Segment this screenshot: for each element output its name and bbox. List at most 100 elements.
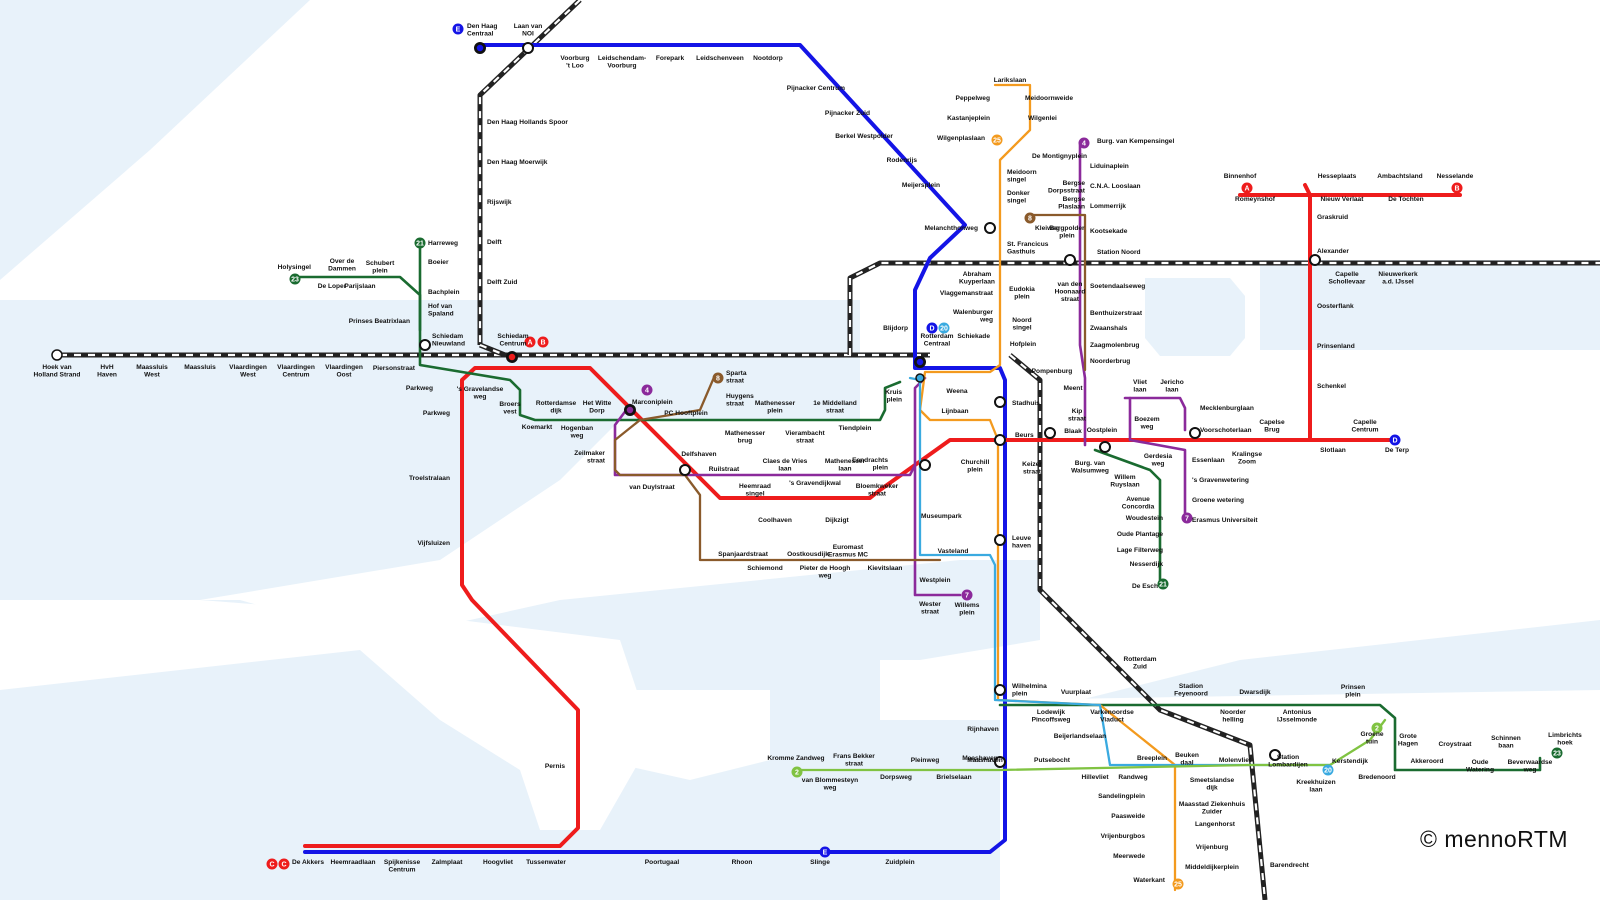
station-label: Burg. van Kempensingel bbox=[1097, 138, 1174, 145]
station-label: Putsebocht bbox=[1034, 757, 1071, 764]
line-badge-text: A bbox=[527, 339, 532, 346]
station-label: Pompenburg bbox=[1032, 368, 1073, 375]
line-badge-text: C bbox=[269, 861, 274, 868]
line-badge-23 bbox=[1551, 747, 1563, 759]
station-label: Maashaven bbox=[962, 755, 998, 762]
station-label: C.N.A. Looslaan bbox=[1090, 183, 1141, 190]
tram-line-21-east bbox=[1093, 448, 1162, 587]
station-label: van Duylstraat bbox=[629, 484, 675, 491]
station-label: De Montignyplein bbox=[1032, 153, 1087, 160]
tram-line-2 bbox=[793, 718, 1387, 772]
station-label: Station Noord bbox=[1097, 249, 1141, 256]
line-badge-text: 8 bbox=[1028, 215, 1032, 222]
station-label: Kootsekade bbox=[1090, 228, 1128, 235]
station-label: Beijerlandselaan bbox=[1054, 733, 1106, 740]
land-area bbox=[600, 690, 770, 780]
station-label: Ambachtsland bbox=[1377, 173, 1422, 180]
tram-line-23-south bbox=[998, 703, 1542, 772]
transfer-station bbox=[1269, 749, 1281, 761]
line-badge-text: 4 bbox=[1082, 140, 1086, 147]
station-label: Pernis bbox=[545, 763, 565, 770]
water-area bbox=[0, 400, 80, 470]
line-badge-B bbox=[537, 336, 549, 348]
transfer-station bbox=[919, 459, 931, 471]
station-label: Meent bbox=[1063, 385, 1083, 392]
line-badge-text: B bbox=[540, 339, 545, 346]
line-badge-20 bbox=[938, 322, 950, 334]
land-area bbox=[880, 660, 1000, 720]
station-label: Zuidplein bbox=[885, 859, 914, 866]
tram-line-7-loop bbox=[1123, 396, 1187, 432]
tram-line-8-north bbox=[1028, 213, 1087, 372]
tram-line-7-east bbox=[1128, 396, 1187, 522]
station-label: Nootdorp bbox=[753, 55, 783, 62]
line-badge-text: 21 bbox=[416, 240, 424, 247]
line-badge-text: 25 bbox=[993, 137, 1001, 144]
station-label: Hoogvliet bbox=[483, 859, 514, 866]
line-badge-C bbox=[266, 858, 278, 870]
station-label: Schiekade bbox=[957, 333, 990, 340]
station-label: Parijslaan bbox=[344, 283, 375, 290]
water-area bbox=[0, 0, 310, 280]
station-label: Romeynshof bbox=[1235, 196, 1276, 203]
station-label: Vrijenburg bbox=[1196, 844, 1229, 851]
station-label: Woudestein bbox=[1126, 515, 1163, 522]
station-label: Mecklenburglaan bbox=[1200, 405, 1254, 412]
station-label: Noorderbrug bbox=[1090, 358, 1130, 365]
transfer-station bbox=[419, 339, 431, 351]
line-badge-text: 25 bbox=[1174, 881, 1182, 888]
railway-line-dash bbox=[479, 343, 506, 357]
line-badge-25 bbox=[991, 134, 1003, 146]
railway-line-dash bbox=[1009, 354, 1267, 900]
station-label: Breeplein bbox=[1137, 755, 1167, 762]
station-label: Randweg bbox=[1118, 774, 1147, 781]
terminus-station bbox=[51, 349, 63, 361]
station-label: Waterkant bbox=[1133, 877, 1165, 884]
station-label: Zwaanshals bbox=[1090, 325, 1128, 332]
station-label: Slinge bbox=[810, 859, 830, 866]
station-label: Kleiweg bbox=[1035, 225, 1060, 232]
station-label: Pijnacker Zuid bbox=[825, 110, 870, 117]
line-badge-text: 4 bbox=[645, 387, 649, 394]
route-lines bbox=[60, 0, 1600, 900]
station-label: Coolhaven bbox=[758, 517, 792, 524]
line-badge-text: D bbox=[929, 325, 934, 332]
station-label: Heemraadlaan bbox=[330, 859, 375, 866]
station-label: Graskruid bbox=[1317, 214, 1348, 221]
interchange-station bbox=[915, 373, 925, 383]
line-badge-E bbox=[819, 846, 831, 858]
station-label: Westplein bbox=[919, 577, 950, 584]
station-label: Wilgenplaslaan bbox=[937, 135, 985, 142]
line-badge-D bbox=[1389, 434, 1401, 446]
stations bbox=[51, 42, 1321, 768]
station-label: Troelstralaan bbox=[409, 475, 450, 482]
line-badge-text: D bbox=[1392, 437, 1397, 444]
transfer-station bbox=[679, 464, 691, 476]
